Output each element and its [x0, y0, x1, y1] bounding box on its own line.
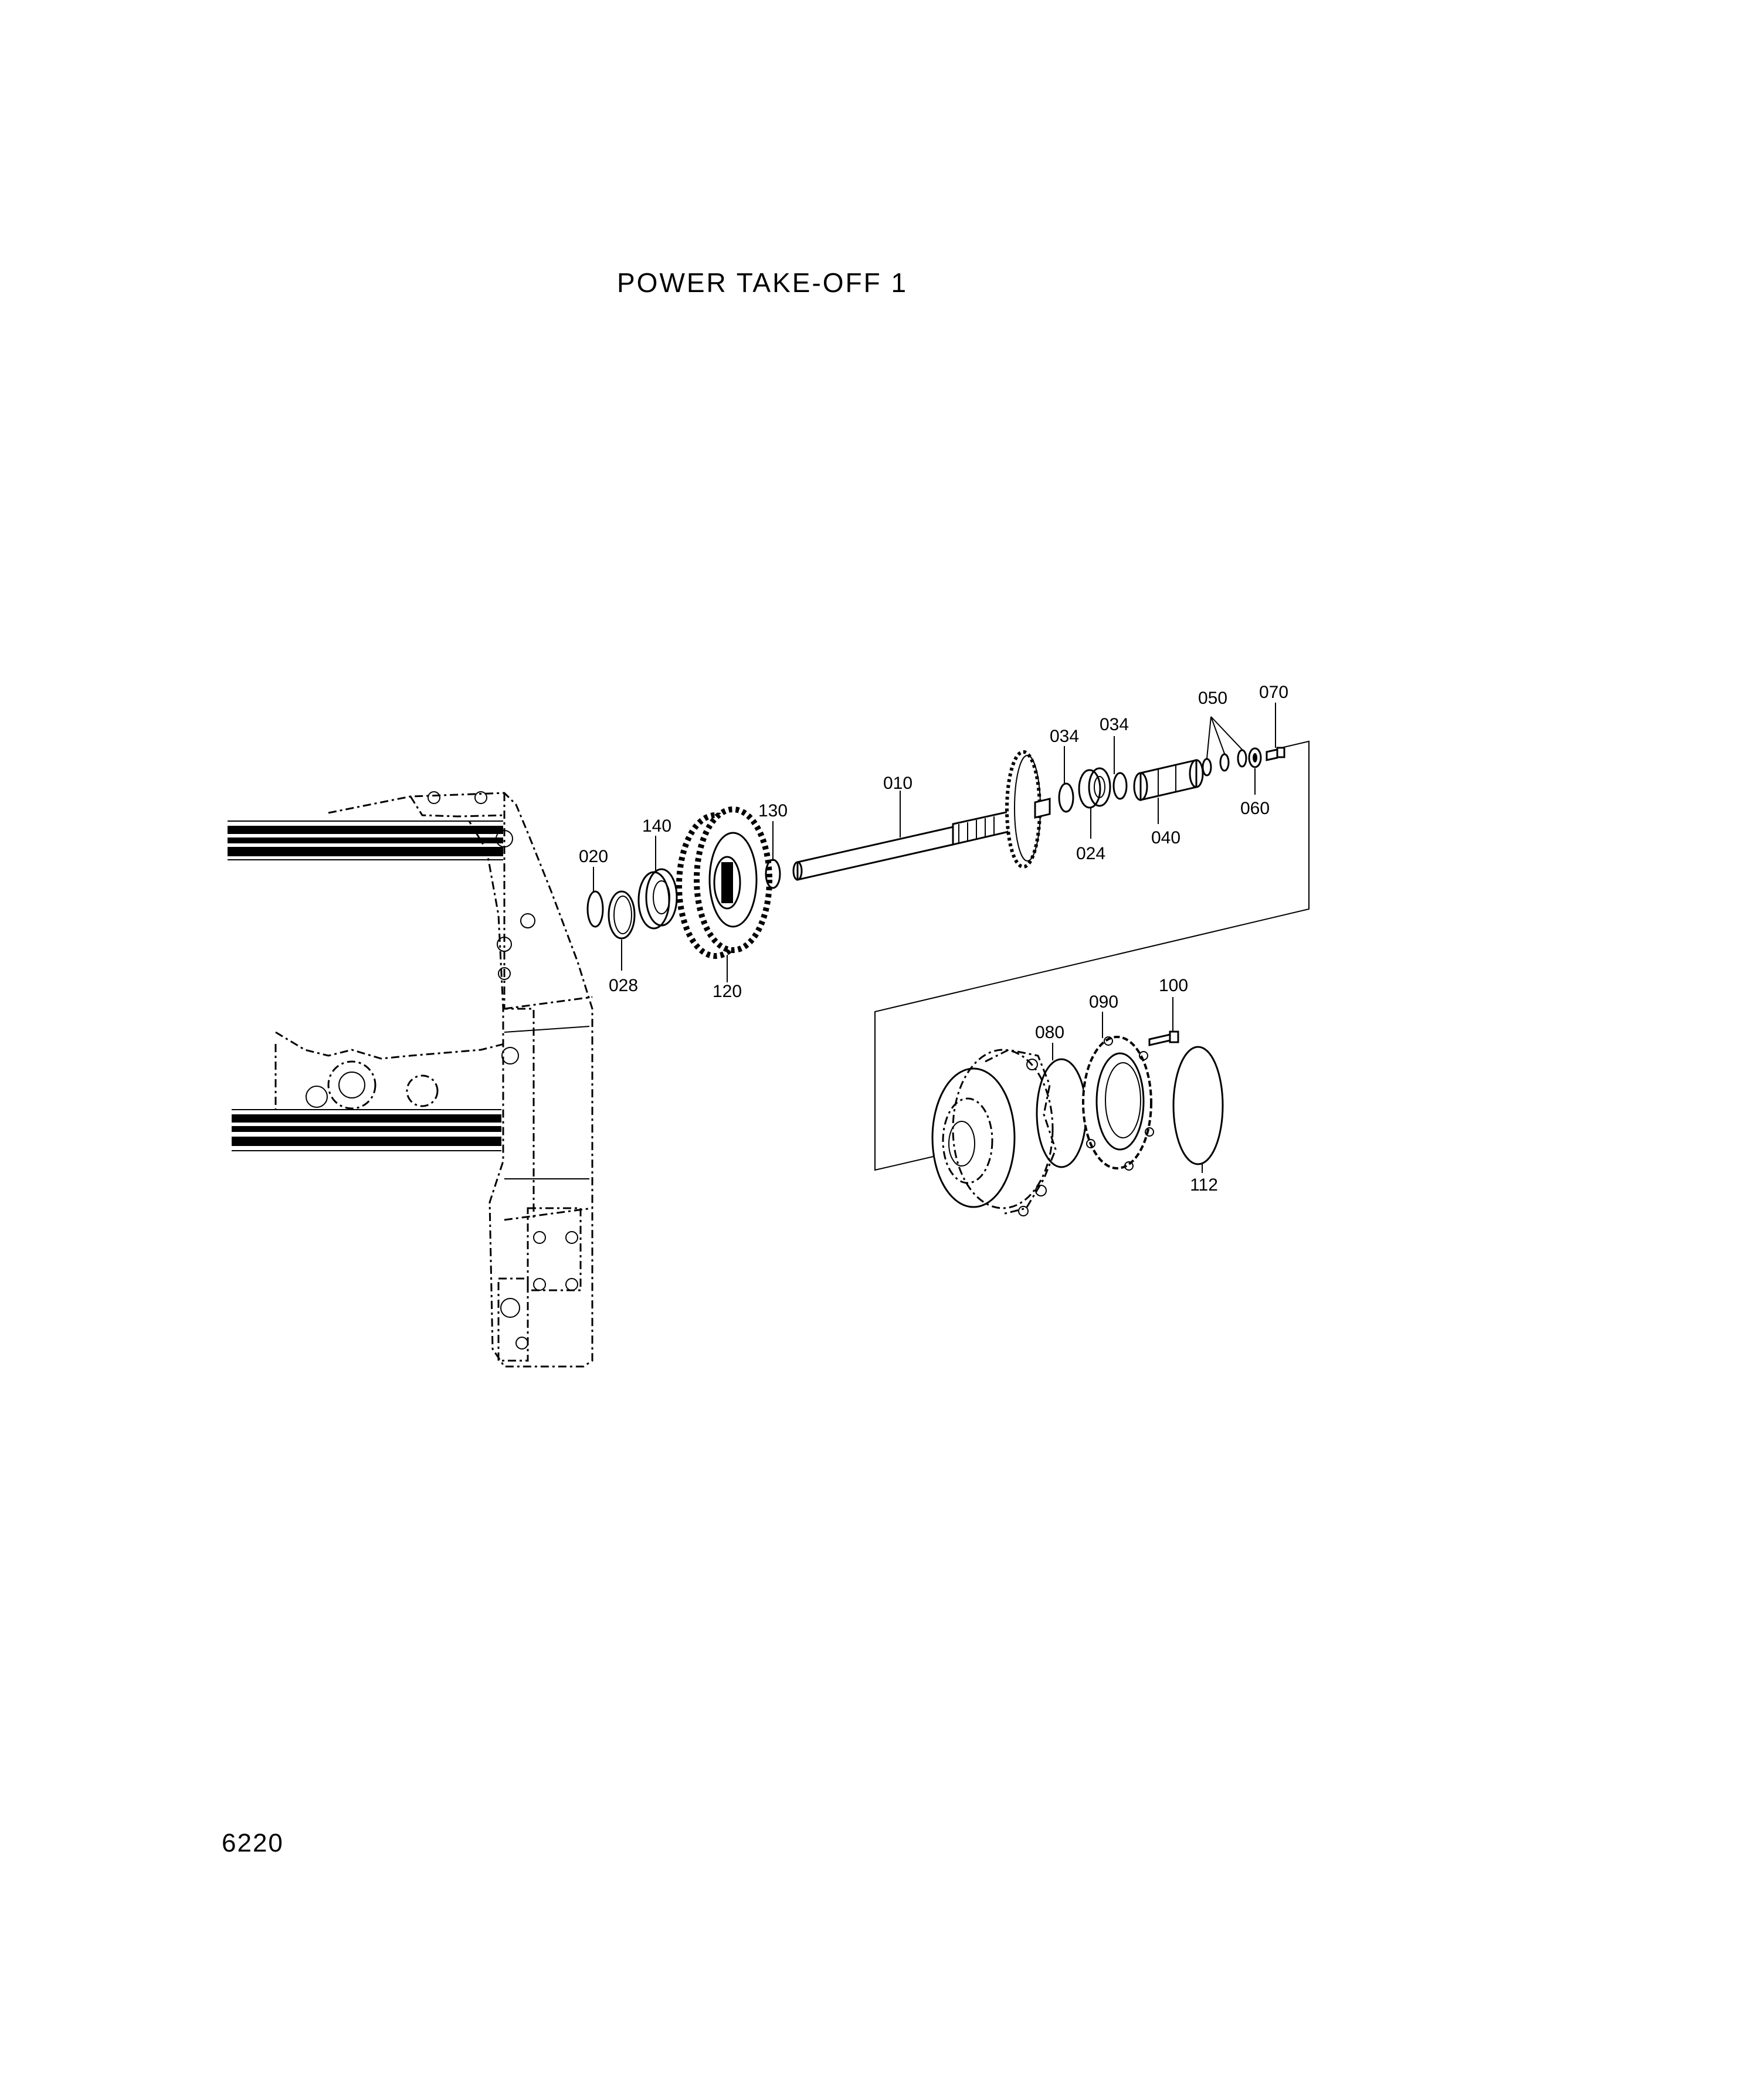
upper-shaft-stub: [228, 820, 503, 860]
part-020-snap-ring: [586, 890, 604, 928]
assembly-reference-frame: [874, 740, 1310, 1171]
part-060-nut: [1248, 747, 1262, 768]
leader-lines: [593, 703, 1276, 1173]
label-034-b: 034: [1100, 715, 1129, 734]
part-080-o-ring: [1036, 1058, 1087, 1168]
transmission-housing: [228, 791, 593, 1368]
label-040: 040: [1151, 828, 1180, 847]
part-050-o-rings: [1202, 749, 1247, 777]
label-130: 130: [758, 801, 788, 820]
part-024-bearing: [1078, 767, 1111, 809]
label-070: 070: [1259, 683, 1288, 702]
part-100-bolt: [1148, 1030, 1179, 1046]
label-080: 080: [1035, 1023, 1064, 1042]
part-028-shim: [608, 890, 636, 940]
part-034-ring-b: [1112, 772, 1128, 800]
label-024: 024: [1076, 844, 1105, 863]
part-140-bearing: [637, 868, 678, 930]
part-034-ring-a: [1058, 782, 1074, 813]
label-050: 050: [1198, 689, 1227, 708]
part-112-o-ring: [1172, 1046, 1224, 1165]
label-020: 020: [579, 847, 608, 866]
part-120-gear: [676, 806, 772, 959]
label-034-a: 034: [1050, 727, 1079, 746]
part-010-pto-shaft: [792, 750, 1051, 881]
diagram-title: POWER TAKE-OFF 1: [617, 267, 908, 298]
label-090: 090: [1089, 992, 1118, 1012]
part-090-cover: [1082, 1036, 1154, 1171]
label-010: 010: [883, 774, 912, 793]
page-number: 6220: [222, 1829, 284, 1857]
label-112: 112: [1190, 1175, 1218, 1195]
part-number-labels: 010 020 024 028 034 034 040 050 060 070 …: [579, 683, 1288, 1195]
label-060: 060: [1240, 799, 1270, 818]
part-040-sleeve: [1133, 759, 1204, 801]
label-028: 028: [609, 976, 638, 995]
label-140: 140: [642, 816, 671, 836]
part-070-screw: [1266, 747, 1285, 761]
label-120: 120: [713, 982, 742, 1001]
lower-shaft-stub: [232, 1109, 501, 1151]
pto-housing-body: [931, 1049, 1057, 1216]
label-100: 100: [1159, 976, 1188, 995]
